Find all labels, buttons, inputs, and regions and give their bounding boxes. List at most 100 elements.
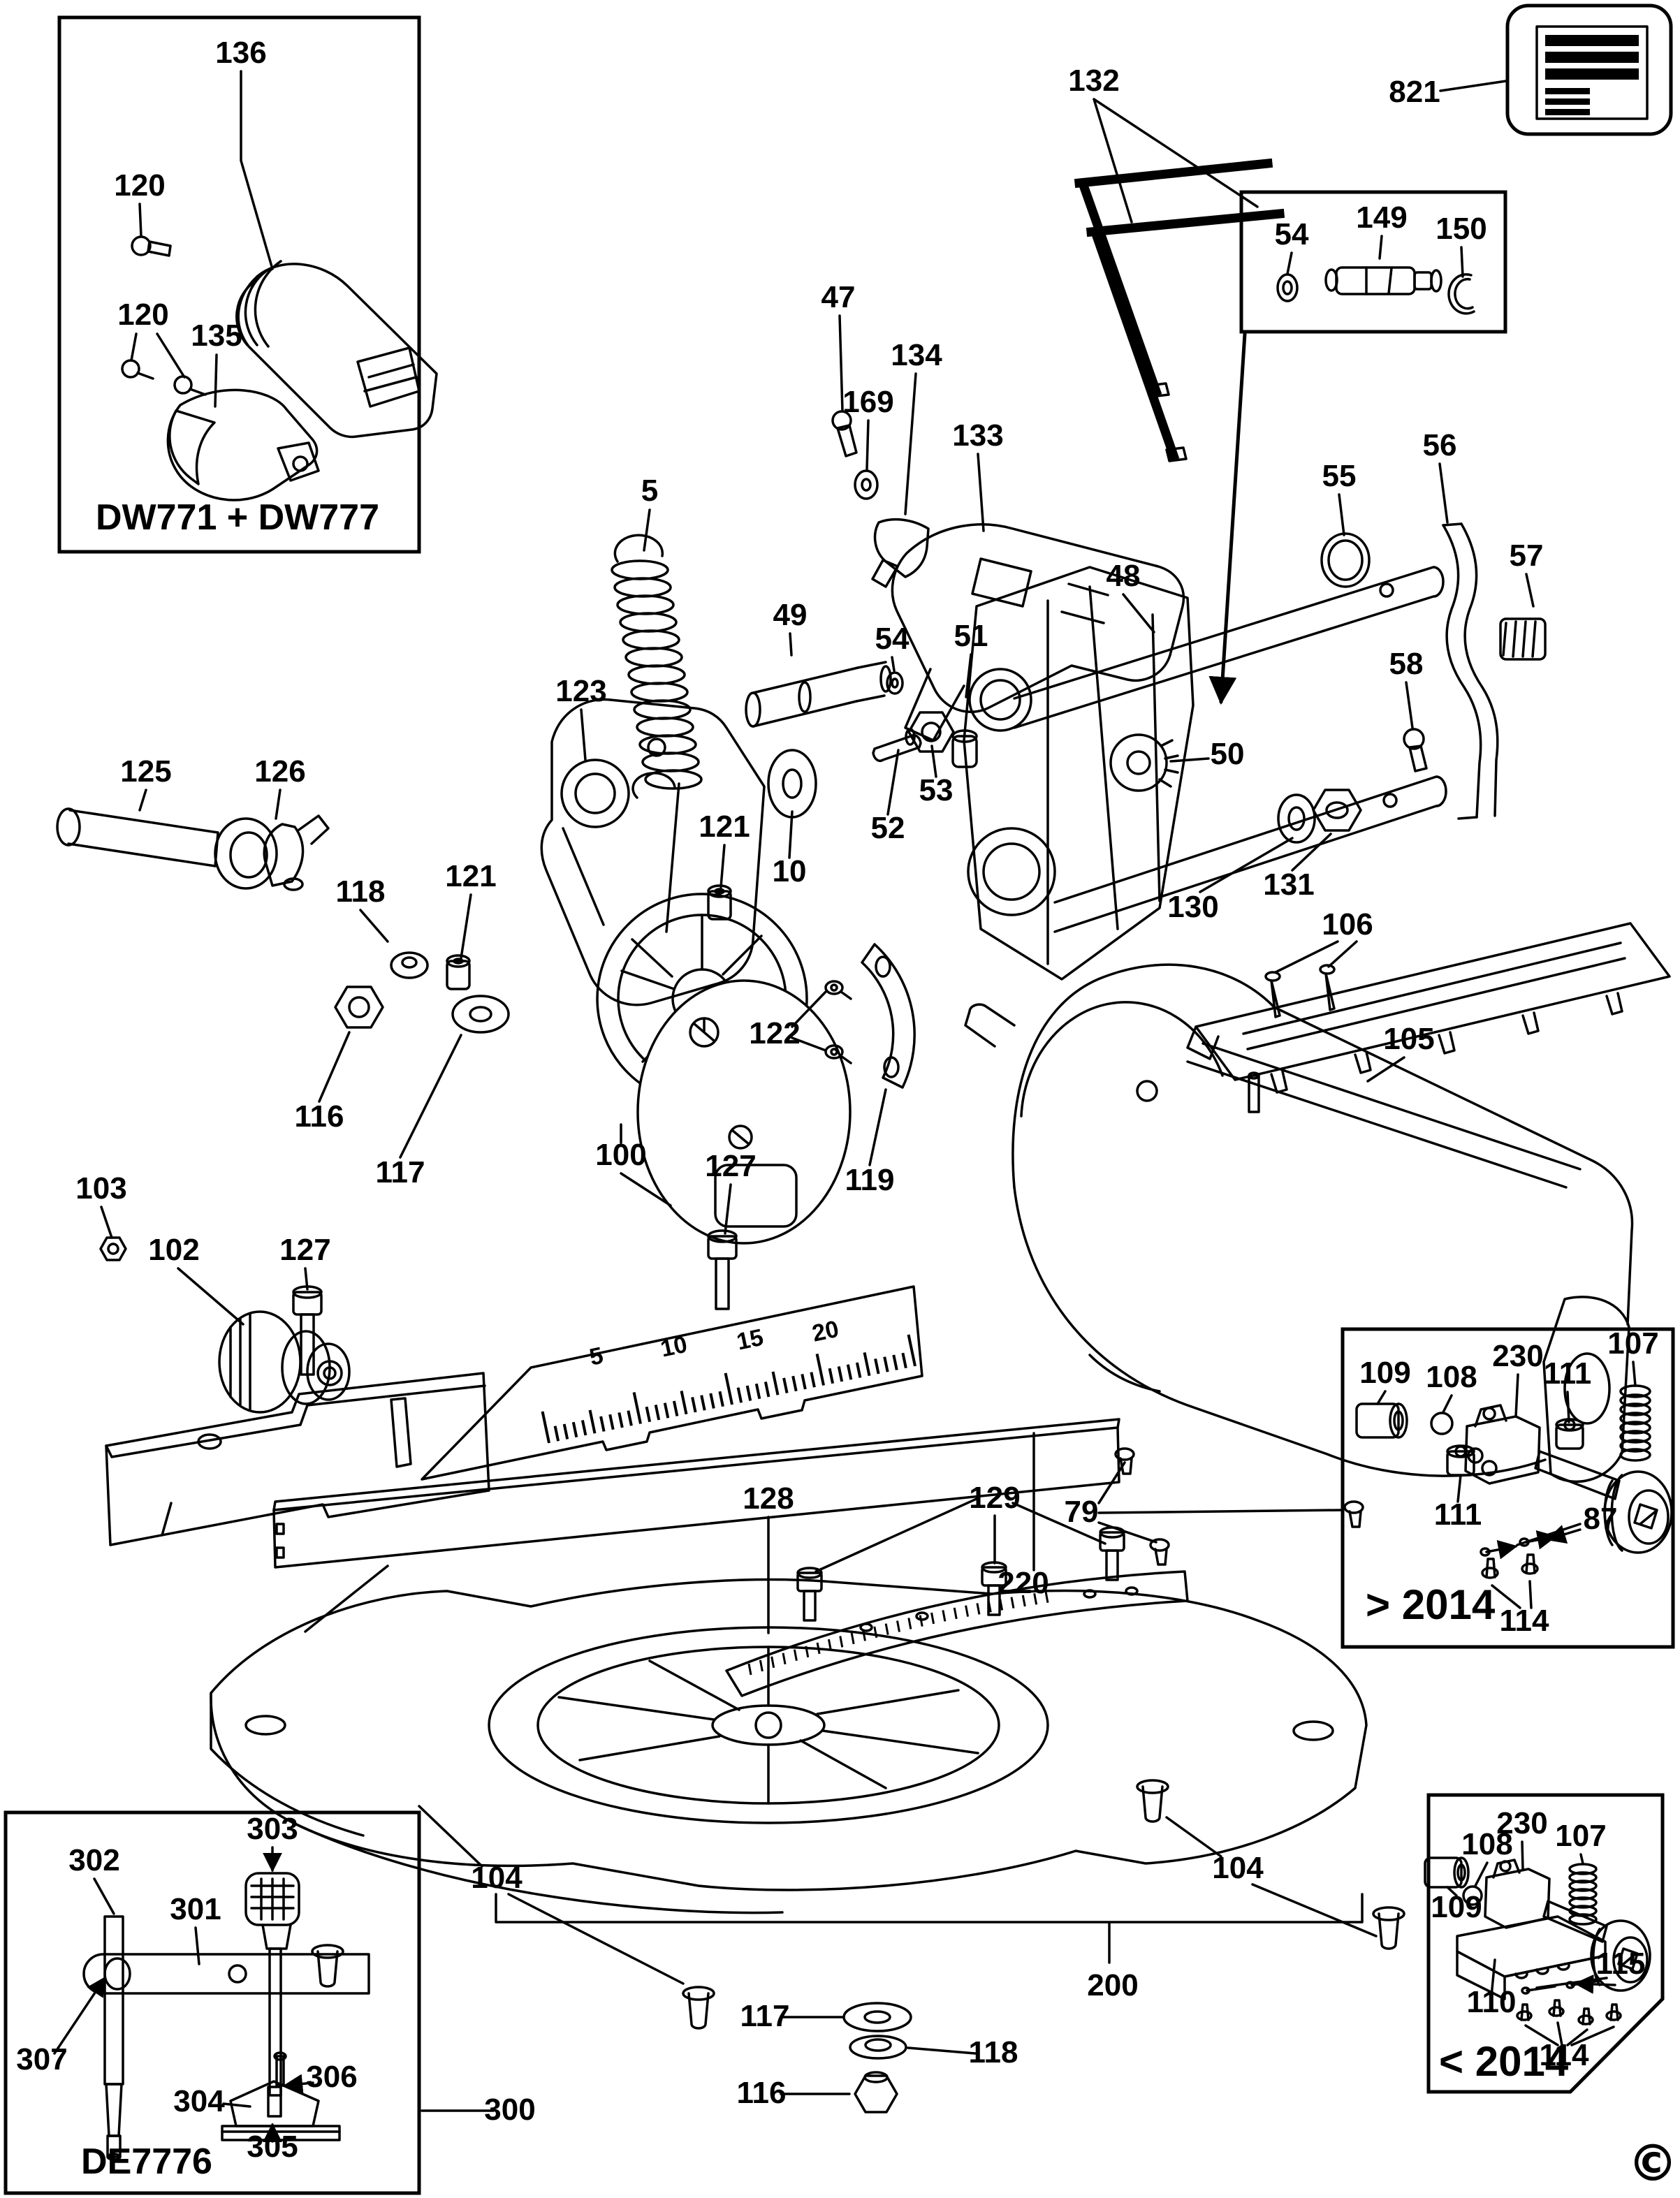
tick-mark [816, 1642, 821, 1655]
part-label-54: 54 [875, 622, 910, 656]
part-label-125: 125 [120, 754, 171, 789]
part-label-128: 128 [743, 1481, 794, 1516]
part-label-130: 130 [1167, 890, 1218, 924]
part-label-111: 111 [1434, 1497, 1482, 1532]
leader-111a-new [1566, 1391, 1570, 1423]
leader-51 [965, 653, 972, 698]
tick-mark [754, 1383, 761, 1400]
part-label-127: 127 [279, 1233, 330, 1267]
part-116-nut-bottom [854, 2071, 898, 2113]
tick-mark [782, 1377, 789, 1393]
part-label-52: 52 [871, 811, 905, 845]
leader-821 [1439, 80, 1507, 92]
part-87-pins [1480, 1530, 1557, 1560]
leader-306 [283, 2074, 314, 2094]
part-label-118: 118 [969, 2035, 1018, 2069]
ruler-number-20: 20 [810, 1316, 841, 1347]
inset-pre-2014-caption: < 2014 [1439, 2038, 1569, 2085]
part-125-lever [56, 807, 278, 890]
part-label-49: 49 [773, 598, 808, 632]
part-303-knob [244, 1872, 300, 2097]
tick-mark [700, 1395, 706, 1411]
part-label-302: 302 [68, 1843, 119, 1877]
ruler-ticks [541, 1334, 916, 1444]
part-114-screws-new [1481, 1553, 1539, 1579]
tick-mark [709, 1393, 715, 1409]
part-58-screw [1403, 728, 1428, 772]
tick-mark [1033, 1593, 1038, 1605]
part-label-119: 119 [845, 1163, 895, 1197]
leader-111b-new [1456, 1474, 1462, 1503]
leader-47 [838, 314, 844, 412]
part-51-pin [951, 729, 978, 768]
tick-mark [632, 1392, 642, 1424]
part-label-106: 106 [1322, 907, 1373, 942]
leader-200-bracket [495, 1893, 1364, 1964]
leader-133 [977, 453, 985, 532]
leader-79 [1097, 1461, 1344, 1544]
tick-mark [571, 1421, 578, 1438]
ruler-numbers: 5 10 15 20 [587, 1316, 842, 1371]
part-label-114: 114 [1540, 2038, 1590, 2072]
tick-mark [718, 1391, 724, 1407]
part-label-56: 56 [1423, 428, 1457, 462]
leader-149 [1378, 235, 1383, 260]
leader-230-old [1521, 1840, 1524, 1870]
leader-117a [399, 1034, 462, 1159]
tick-mark [663, 1402, 670, 1419]
part-149-roller-pin [1324, 266, 1442, 295]
mitre-scale-ticks [747, 1591, 1049, 1676]
part-label-104: 104 [471, 1861, 523, 1895]
part-label-104: 104 [1212, 1851, 1264, 1885]
part-169-washer [854, 469, 879, 500]
part-133-housing [891, 523, 1185, 742]
leader-304 [222, 2102, 251, 2108]
tick-mark [815, 1354, 825, 1386]
part-106-screws [1264, 964, 1336, 1018]
part-label-133: 133 [952, 418, 1003, 453]
leader-123 [580, 708, 587, 761]
part-122-screws [824, 980, 852, 1064]
tick-mark [764, 1382, 770, 1398]
tick-mark [745, 1385, 752, 1401]
ruler-number-15: 15 [734, 1324, 766, 1356]
spring-coil [616, 594, 675, 615]
spring-coil [1568, 1913, 1598, 1926]
tick-mark [588, 1409, 597, 1434]
leader-114-new [1491, 1580, 1533, 1609]
leader-55 [1338, 493, 1345, 536]
part-label-118: 118 [336, 874, 386, 909]
leader-121b [720, 844, 726, 888]
leader-104-right [1165, 1816, 1378, 1937]
part-label-136: 136 [215, 36, 266, 70]
tick-mark [770, 1656, 775, 1669]
tick-mark [645, 1406, 652, 1423]
leader-10 [788, 810, 794, 859]
part-57-block [1499, 617, 1547, 661]
tick-mark [736, 1387, 743, 1403]
spring-coil [636, 717, 694, 738]
leader-50 [1169, 757, 1210, 763]
tick-mark [837, 1366, 844, 1382]
spring-coil [644, 769, 703, 790]
part-label-149: 149 [1356, 200, 1407, 235]
part-55-oring [1320, 532, 1371, 588]
part-label-107: 107 [1607, 1326, 1658, 1361]
part-135-elbow [166, 388, 320, 501]
part-label-306: 306 [306, 2060, 357, 2094]
part-label-55: 55 [1322, 459, 1357, 493]
part-label-120: 120 [114, 168, 165, 203]
tick-mark [901, 1352, 907, 1369]
tick-mark [919, 1615, 923, 1627]
part-302-rod [103, 1915, 124, 2161]
tick-mark [1021, 1595, 1026, 1607]
tick-mark [562, 1423, 569, 1439]
part-label-230: 230 [1492, 1339, 1543, 1373]
leader-109-new [1376, 1390, 1387, 1405]
tick-mark [863, 1352, 871, 1377]
tick-mark [771, 1371, 780, 1395]
tick-mark [850, 1632, 855, 1645]
part-label-129: 129 [969, 1481, 1020, 1515]
part-116-nut-left [334, 986, 384, 1029]
